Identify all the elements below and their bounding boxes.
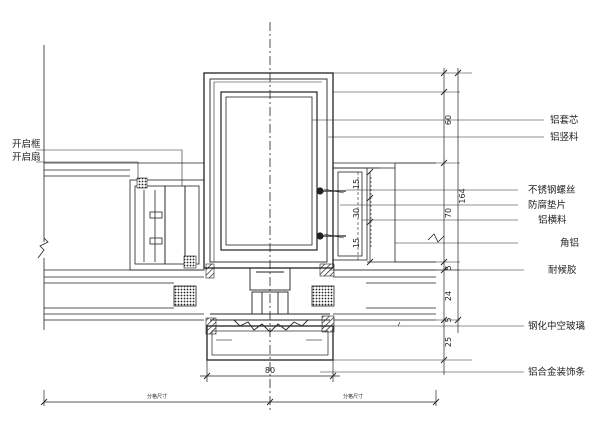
stainless-screw xyxy=(316,187,346,240)
insulated-glass-left xyxy=(44,269,204,321)
dim-24: 24 xyxy=(444,291,453,301)
sash-frame xyxy=(44,162,205,271)
horizontal-dimension-lines xyxy=(40,360,440,406)
label-aluminum-mullion: 铝竖料 xyxy=(550,131,579,143)
label-anticorrosion-pad: 防腐垫片 xyxy=(528,199,566,211)
dim-70: 70 xyxy=(444,208,453,218)
dim-30: 30 xyxy=(352,208,361,218)
left-edge-line xyxy=(37,45,49,330)
dim-grid-right: 分格尺寸 xyxy=(343,393,363,400)
dimension-ticks xyxy=(366,69,462,364)
dim-15a: 15 xyxy=(352,179,361,189)
dim-25: 25 xyxy=(444,337,453,347)
sash-gasket xyxy=(136,177,197,269)
aluminum-transom xyxy=(332,162,436,263)
insulated-glass-right xyxy=(333,269,436,321)
label-aluminum-trim-strip: 铝合金装饰条 xyxy=(528,366,586,378)
aluminum-mullion xyxy=(203,72,334,269)
leader-lines-left xyxy=(36,149,183,186)
dim-5a: 5 xyxy=(444,265,453,270)
dim-width-80: 80 xyxy=(265,366,275,375)
dim-grid-left: 分格尺寸 xyxy=(147,393,167,400)
label-sash-frame: 开启框 xyxy=(12,138,41,150)
leader-lines-right xyxy=(312,119,544,373)
label-stainless-screw: 不锈钢螺丝 xyxy=(528,184,576,196)
dim-15b: 15 xyxy=(352,238,361,248)
aluminum-trim-strip xyxy=(206,325,334,361)
label-corner-aluminum: 角铝 xyxy=(560,237,579,249)
glass-spacer xyxy=(173,285,335,307)
dim-60: 60 xyxy=(444,115,453,125)
dim-164: 164 xyxy=(458,188,467,203)
dim-5b: 5 xyxy=(444,317,453,322)
aluminum-sleeve xyxy=(220,91,318,251)
label-aluminum-transom: 铝横料 xyxy=(538,214,567,226)
label-tempered-insulated-glass: 钢化中空玻璃 xyxy=(528,320,585,332)
vertical-dimension-lines xyxy=(369,68,459,375)
label-weather-sealant: 耐候胶 xyxy=(548,264,577,276)
label-aluminum-sleeve: 铝套芯 xyxy=(550,114,579,126)
pressure-plate-profile xyxy=(210,267,330,333)
label-sash: 开启扇 xyxy=(12,151,41,163)
break-symbol xyxy=(427,233,445,243)
extension-lines xyxy=(333,72,472,361)
